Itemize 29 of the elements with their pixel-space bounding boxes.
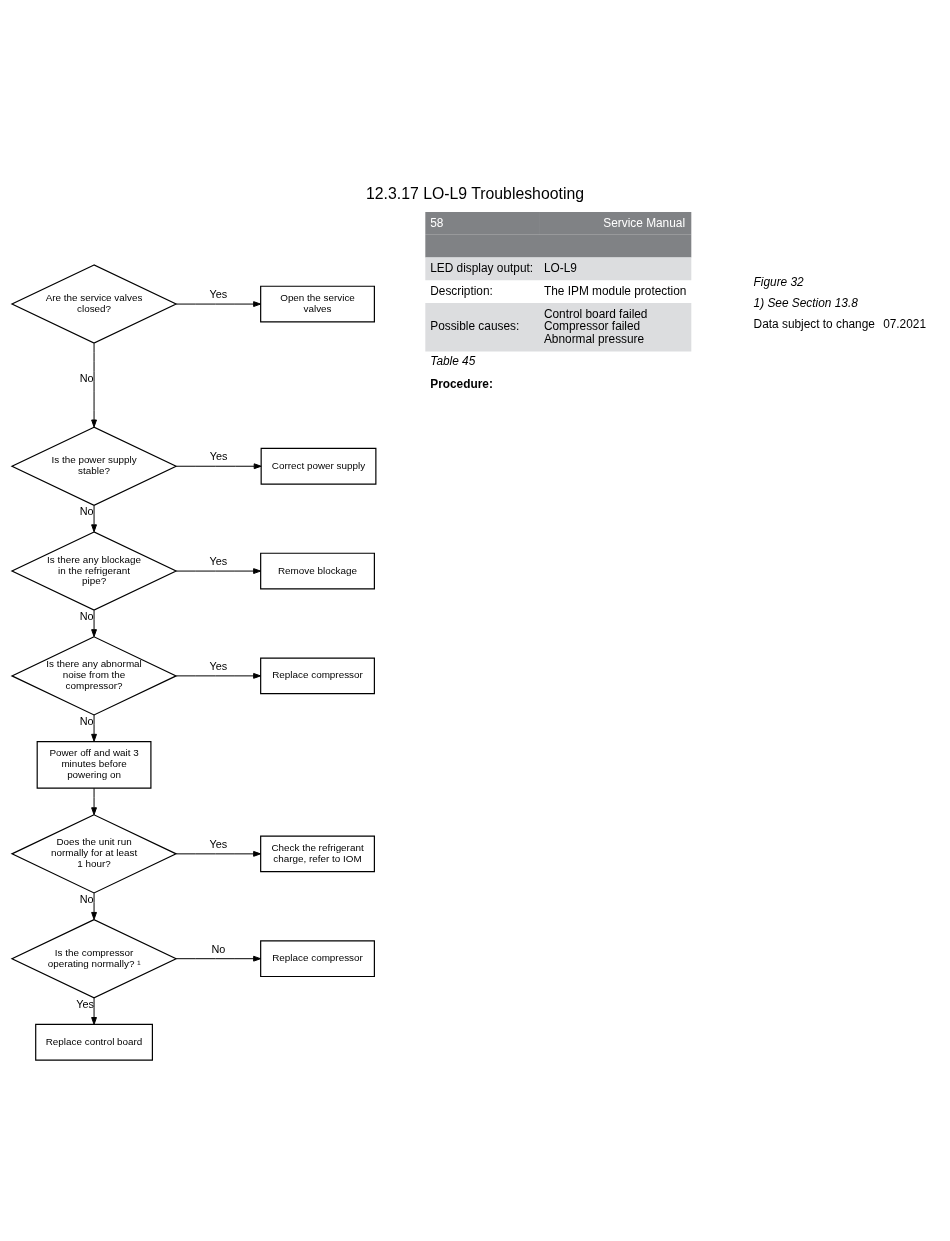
label: Control board failed [543, 306, 648, 321]
edge-label: Yes [76, 997, 95, 1010]
edge-label: Yes [209, 287, 228, 300]
label: 1) See Section 13.8 [753, 295, 858, 310]
edge-label: No [79, 714, 94, 727]
label: Table 45 [430, 353, 476, 368]
label: LED display output: [430, 260, 534, 275]
label: Compressor failed [543, 318, 641, 333]
label: Service Manual [603, 215, 686, 230]
label: 58 [430, 215, 444, 230]
label: Description: [430, 283, 493, 298]
edge-label: No [211, 942, 226, 955]
label: Figure 32 [753, 274, 804, 289]
diagram-title: 12.3.17 LO-L9 Troubleshooting [365, 184, 585, 202]
edge-label: Yes [209, 659, 228, 672]
label: Data subject to change [753, 316, 875, 331]
edge-label: No [79, 609, 94, 622]
label: The IPM module protection [543, 283, 687, 298]
edge-label: Yes [209, 449, 228, 462]
edge-label: No [79, 371, 94, 384]
edge-label: No [79, 504, 94, 517]
edge-label: No [79, 892, 94, 905]
edge-label: Yes [209, 554, 228, 567]
label: LO-L9 [543, 260, 577, 275]
edge-label: Yes [209, 837, 228, 850]
label: Possible causes: [430, 318, 520, 333]
label: Abnormal pressure [543, 331, 645, 346]
label: Procedure: [430, 376, 493, 391]
label: 07.2021 [883, 316, 927, 331]
